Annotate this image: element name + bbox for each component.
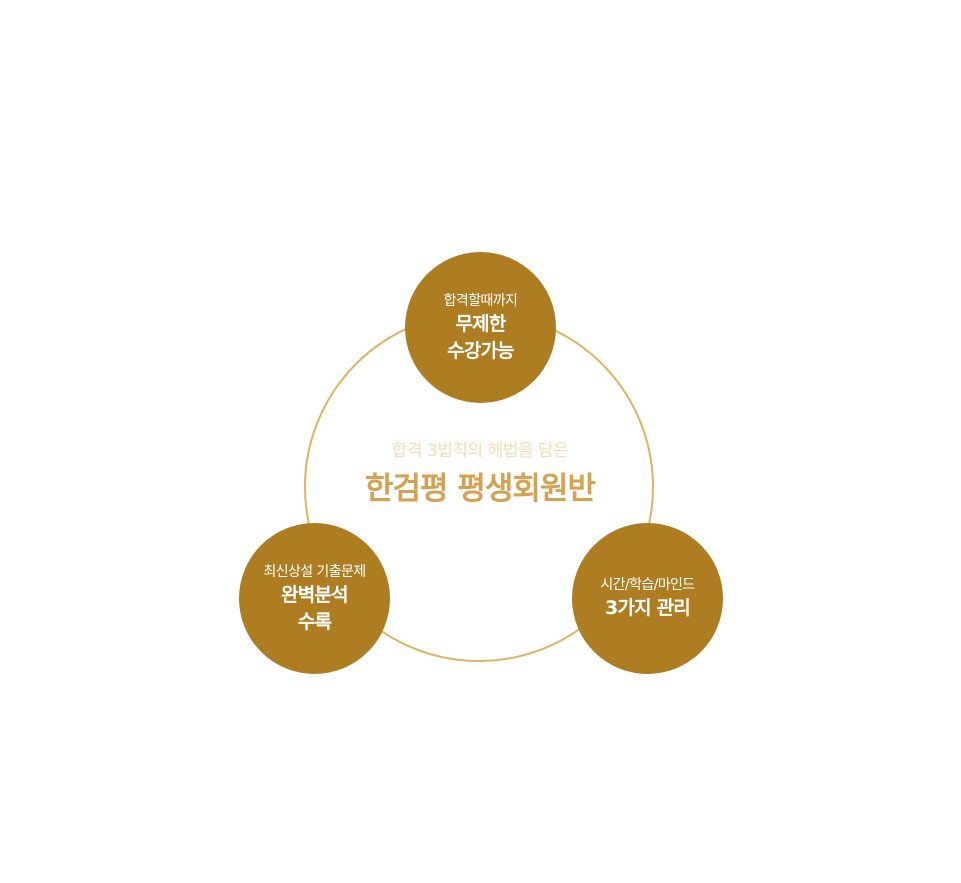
node-title-line: 무제한: [455, 312, 506, 335]
node-unlimited-lectures: 합격할때까지 무제한 수강가능: [405, 252, 556, 403]
center-subtitle: 합격 3법칙의 해법을 담은: [391, 441, 569, 461]
node-three-management: 시간/학습/마인드 3가지 관리: [572, 523, 723, 674]
node-exam-analysis: 최신상설 기출문제 완벽분석 수록: [239, 523, 390, 674]
center-label: 합격 3법칙의 해법을 담은 한검평 평생회원반: [330, 438, 630, 510]
center-title: 한검평 평생회원반: [365, 471, 596, 507]
node-title-line: 수강가능: [447, 339, 515, 362]
node-title-line: 수록: [297, 610, 332, 633]
node-subtitle: 합격할때까지: [443, 292, 518, 309]
node-title-line: 3가지 관리: [605, 597, 691, 619]
node-subtitle: 최신상설 기출문제: [263, 563, 366, 580]
node-subtitle: 시간/학습/마인드: [600, 577, 695, 593]
node-title-line: 완벽분석: [281, 583, 349, 606]
